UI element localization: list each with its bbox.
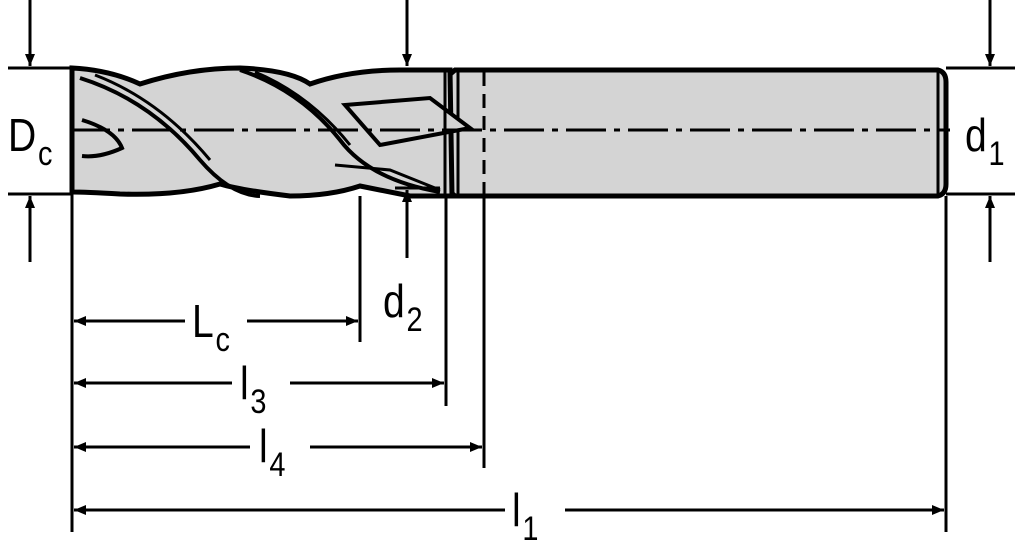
label-d1: d1 [965,109,1005,173]
label-l1: l1 [512,484,539,548]
label-lc: Lc [192,295,230,359]
diameter-arrows [25,0,995,262]
shank [445,67,949,199]
extension-lines [8,66,1015,532]
length-arrows [74,316,944,515]
label-l3: l3 [240,357,267,421]
fluted-body [69,65,475,199]
label-l4: l4 [259,420,286,484]
label-d2: d2 [383,275,423,339]
label-dc: Dc [8,109,53,173]
